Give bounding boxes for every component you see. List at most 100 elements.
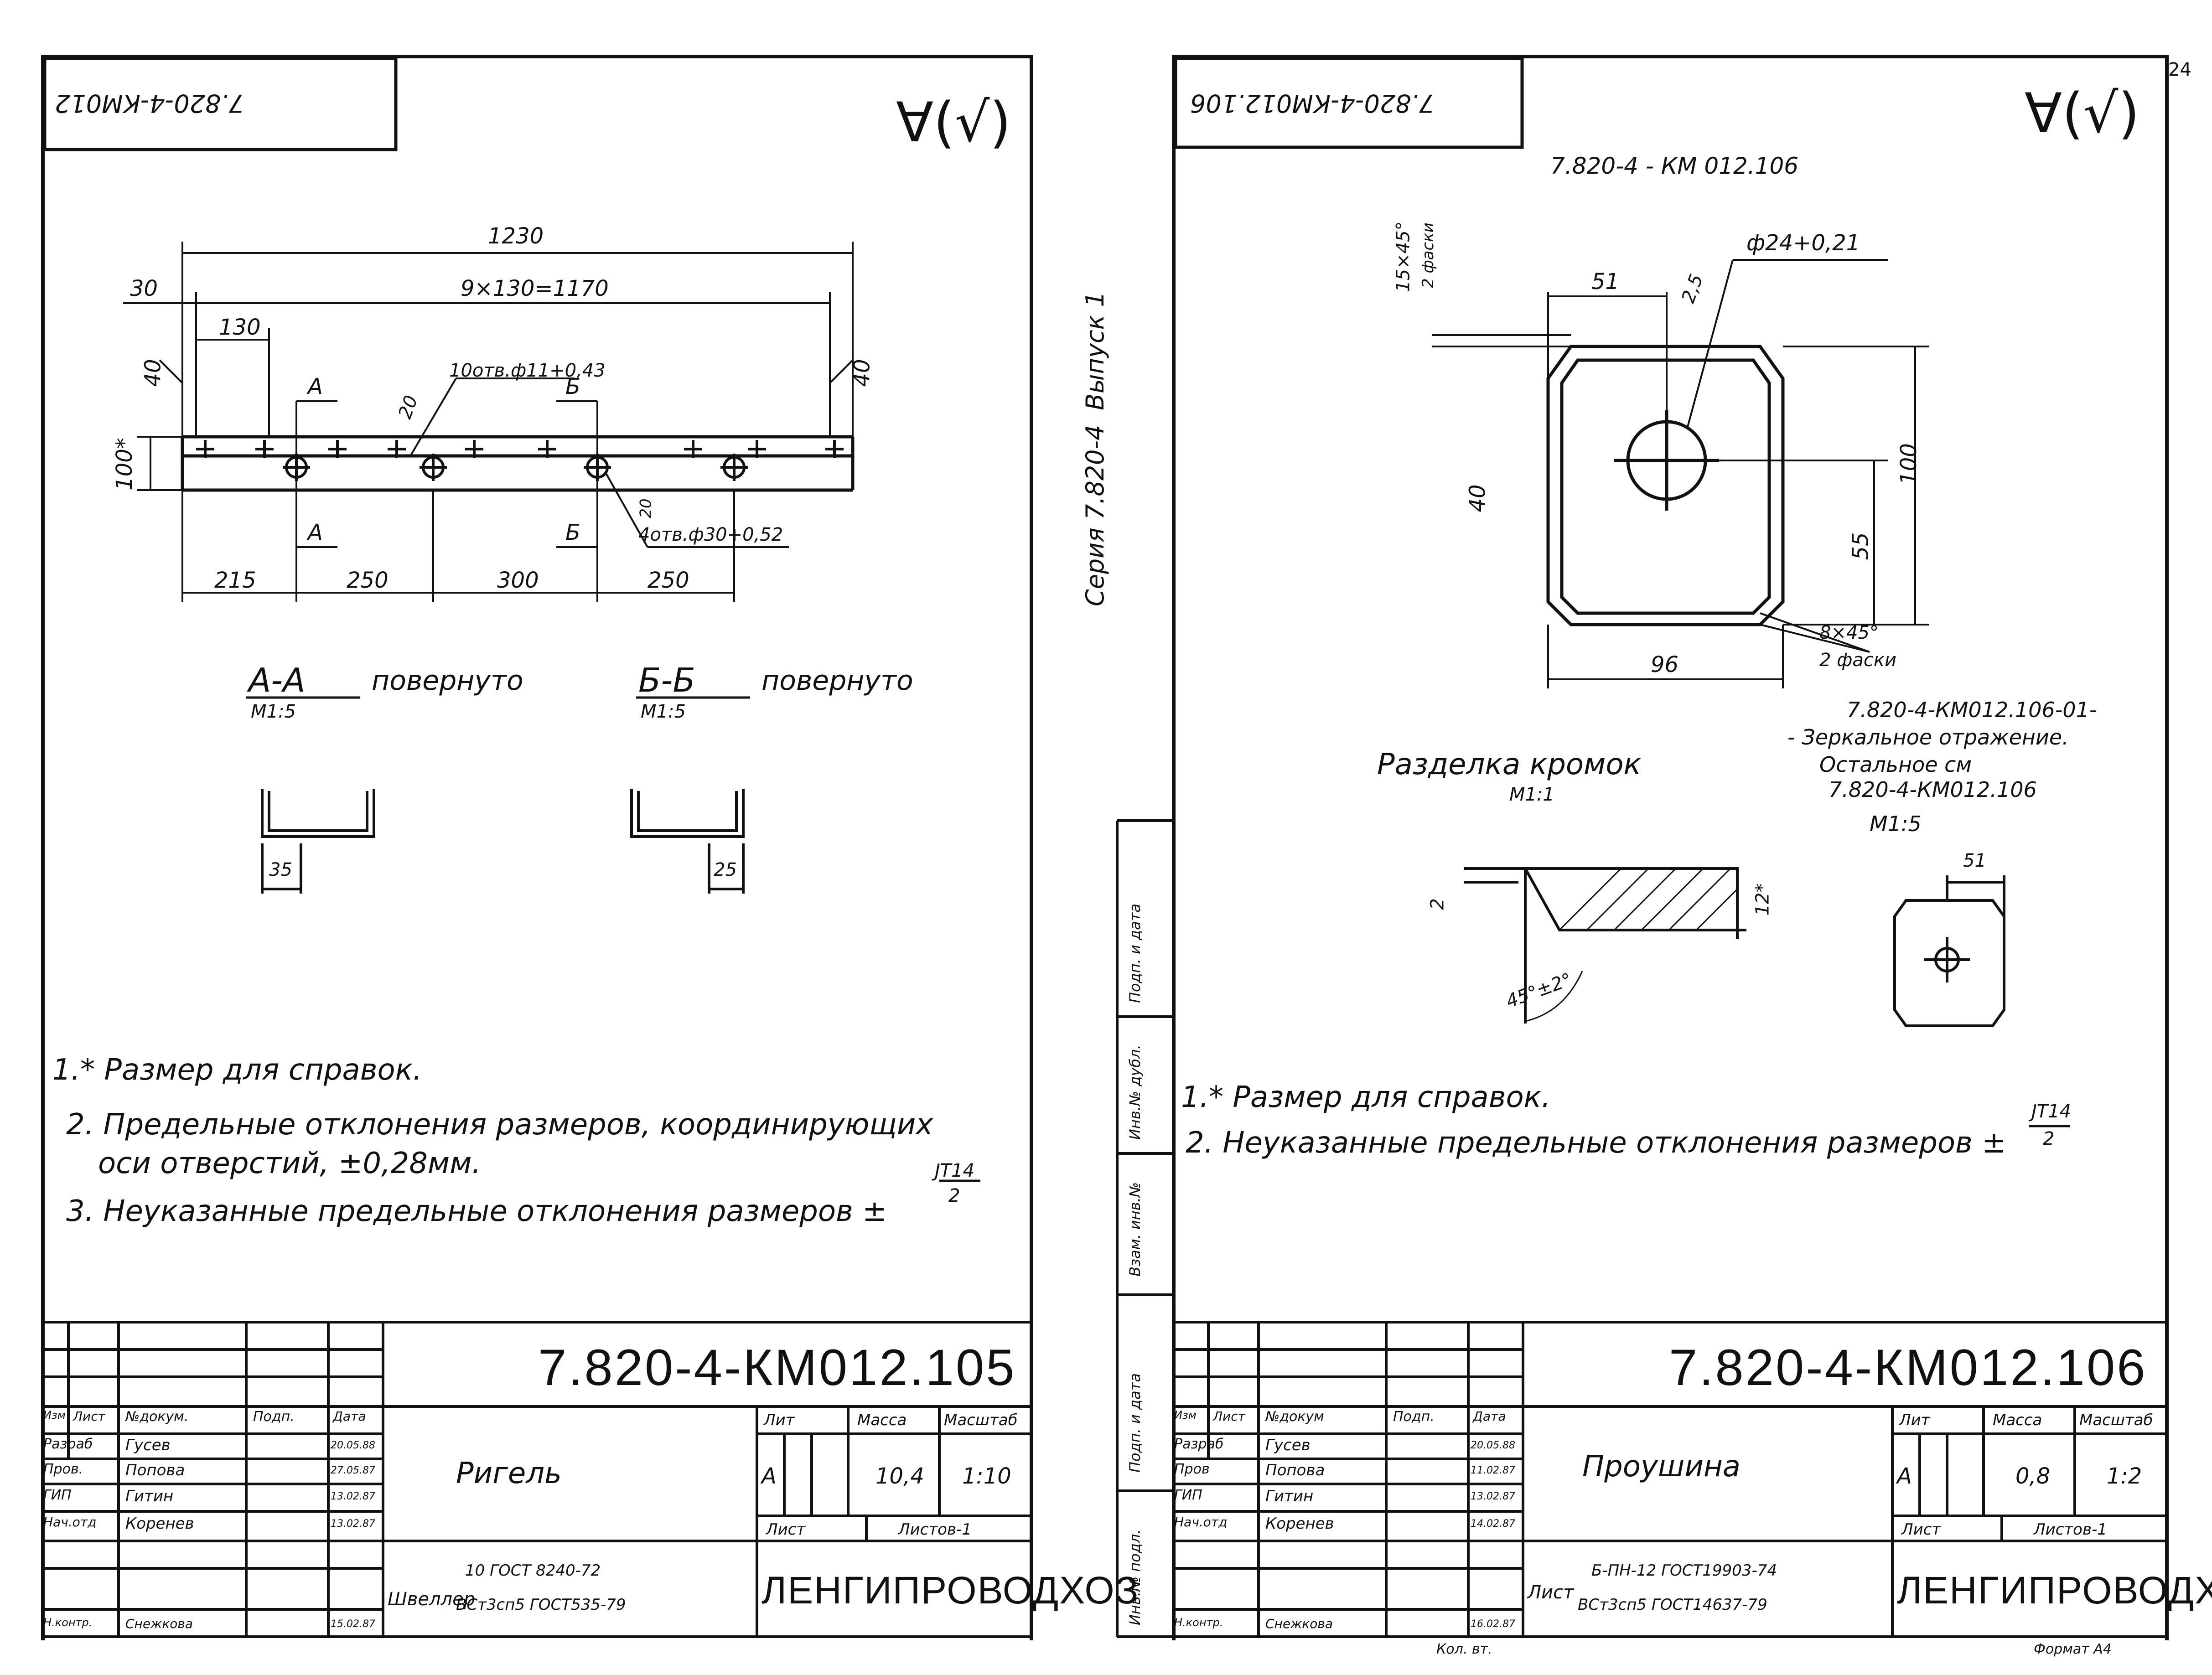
left-lit-label: Лит: [764, 1411, 795, 1429]
section-mark-a-bottom: А: [308, 520, 323, 545]
lug-dim-51: 51: [1591, 269, 1620, 295]
left-header-sheet: Лист: [73, 1409, 105, 1424]
left-row3-role: ГИП: [43, 1487, 72, 1503]
right-row5-name: Снежкова: [1265, 1616, 1333, 1631]
section-b-scale: М1:5: [641, 701, 686, 722]
mirror-lug-plate: [1893, 875, 2005, 1027]
right-header-signature: Подп.: [1393, 1409, 1435, 1425]
lug-bottom-chamfer-note: 2 фаски: [1819, 650, 1897, 671]
right-note-2-numerator: JT14: [2031, 1101, 2072, 1122]
lug-bottom-chamfer: 8×45°: [1819, 622, 1879, 643]
edge-prep-detail: [1464, 867, 1746, 1024]
right-material-top: Б-ПН-12 ГОСТ19903-74: [1591, 1561, 1777, 1580]
right-material-bottom: ВСт3сп5 ГОСТ14637-79: [1578, 1596, 1767, 1614]
lug-width: 96: [1651, 652, 1679, 677]
left-title-block-grid: [41, 1321, 1030, 1638]
right-row2-role: Пров: [1174, 1461, 1210, 1477]
right-organization: ЛЕНГИПРОВОДХОЗ: [1897, 1569, 2212, 1612]
large-holes-angle: 20: [637, 498, 655, 518]
right-stamp-code: 7.820-4-КМ012.106: [1190, 89, 1435, 118]
left-material-prefix: Швеллер: [388, 1589, 476, 1610]
dim-end-right: 40: [849, 359, 875, 387]
right-row2-date: 11.02.87: [1471, 1465, 1515, 1476]
right-row1-date: 20.05.88: [1471, 1440, 1515, 1451]
left-note-1: 1.* Размер для справок.: [52, 1053, 422, 1087]
left-scale: 1:10: [962, 1463, 1011, 1489]
lug-top-chamfer: 15×45°: [1393, 221, 1414, 292]
right-header-docnum: №докум: [1265, 1409, 1324, 1425]
dim-first-pitch: 130: [219, 315, 261, 340]
right-sheet-label: Лист: [1901, 1520, 1941, 1539]
right-lit: А: [1897, 1463, 1912, 1489]
right-row1-name: Гусев: [1265, 1436, 1311, 1454]
side-stamp-sign-date-1: Подп. и дата: [1126, 1373, 1144, 1473]
left-header-signature: Подп.: [253, 1409, 295, 1425]
right-row5-date: 16.02.87: [1471, 1618, 1515, 1630]
right-row5-role: Н.контр.: [1174, 1616, 1223, 1629]
right-mass-label: Масса: [1993, 1411, 2042, 1429]
series-label: Серия 7.820-4: [1081, 424, 1109, 606]
left-mass-label: Масса: [857, 1411, 907, 1429]
left-stamp-code: 7.820-4-КМ012: [55, 89, 244, 118]
small-holes: [196, 440, 844, 458]
right-mass: 0,8: [2015, 1463, 2051, 1489]
left-row1-date: 20.05.88: [331, 1440, 375, 1451]
edge-prep-hatch: [1525, 868, 1738, 1022]
right-drawing-sheet: [1172, 55, 2169, 1640]
side-stamp-replace-inv: Взам. инв.№: [1126, 1182, 1144, 1277]
large-holes: [283, 454, 748, 481]
lug-top-chamfer-note: 2 фаски: [1419, 222, 1437, 288]
page-number: 24: [2168, 59, 2191, 80]
right-header-sheet: Лист: [1213, 1409, 1245, 1424]
left-lit: А: [762, 1463, 777, 1489]
lug-plate: [1546, 345, 1785, 626]
right-side-strip: [1116, 819, 1172, 1638]
mirror-note-3: Остальное см: [1819, 752, 1972, 777]
left-row4-date: 13.02.87: [331, 1518, 375, 1530]
section-mark-a-top: А: [308, 374, 323, 399]
right-part-name: Проушина: [1582, 1450, 1741, 1484]
right-header-date: Дата: [1473, 1409, 1506, 1424]
left-row2-name: Попова: [125, 1461, 185, 1479]
right-scale: 1:2: [2107, 1463, 2142, 1489]
right-header-change: Изм: [1174, 1409, 1197, 1422]
edge-prep-scale: М1:1: [1509, 784, 1554, 805]
section-a-scale: М1:5: [251, 701, 296, 722]
section-a-width: 35: [269, 859, 292, 880]
lug-angle: 40: [1465, 484, 1491, 512]
right-note-2-denominator: 2: [2043, 1128, 2055, 1149]
right-footer-copy: Кол. вт.: [1436, 1641, 1492, 1657]
left-roughness-symbol: ∀(√): [896, 91, 1011, 155]
left-row3-name: Гитин: [125, 1487, 174, 1505]
dim-height: 100*: [111, 438, 137, 491]
right-row2-name: Попова: [1265, 1461, 1325, 1479]
right-row4-name: Коренев: [1265, 1515, 1334, 1533]
right-footer-format: Формат А4: [2034, 1641, 2112, 1657]
right-row3-role: ГИП: [1174, 1487, 1202, 1503]
left-mass: 10,4: [875, 1463, 924, 1489]
section-b-suffix: повернуто: [762, 665, 913, 697]
left-row4-role: Нач.отд: [43, 1515, 97, 1530]
section-mark-b-bottom: Б: [565, 520, 580, 545]
left-material-top: 10 ГОСТ 8240-72: [465, 1561, 601, 1580]
section-mark-b-top: Б: [565, 374, 580, 399]
left-row5-date: 15.02.87: [331, 1618, 375, 1630]
left-material-bottom: ВСт3сп5 ГОСТ535-79: [456, 1596, 626, 1614]
lug-height: 100: [1896, 443, 1922, 485]
left-header-change: Изм: [43, 1409, 66, 1422]
right-row1-role: Разраб: [1174, 1436, 1224, 1452]
right-row4-date: 14.02.87: [1471, 1518, 1515, 1530]
side-stamp-sign-date-2: Подп. и дата: [1126, 904, 1144, 1003]
dim-seg-3: 300: [497, 568, 539, 593]
edge-prep-d2: 12*: [1752, 883, 1773, 916]
mirror-note-1: 7.820-4-КМ012.106-01-: [1847, 698, 2097, 722]
left-note-3-denominator: 2: [948, 1185, 960, 1206]
edge-prep-d1: 2: [1427, 898, 1448, 910]
dim-overall: 1230: [488, 223, 544, 249]
left-drawing-sheet: [41, 55, 1033, 1640]
left-part-name: Ригель: [456, 1457, 562, 1490]
right-row3-date: 13.02.87: [1471, 1491, 1515, 1502]
side-stamp-inv-orig: Инв.№ подл.: [1126, 1529, 1144, 1625]
right-note-2: 2. Неуказанные предельные отклонения раз…: [1186, 1126, 2006, 1160]
